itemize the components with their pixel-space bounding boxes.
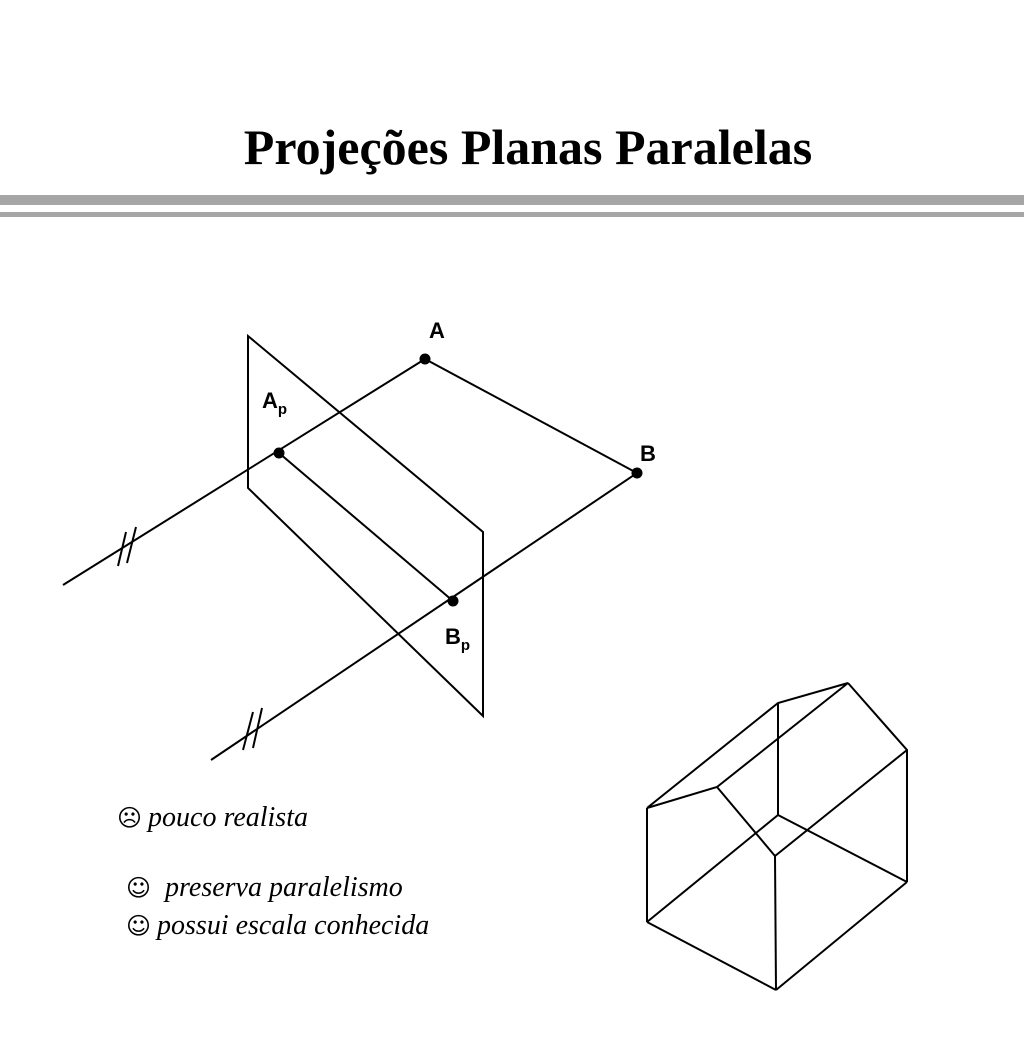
note-pouco-realista: ☹pouco realista xyxy=(117,802,308,833)
point-a xyxy=(419,353,431,365)
label-ap: Ap xyxy=(262,388,287,418)
parallel-mark xyxy=(242,711,254,751)
smile-icon: ☺ xyxy=(126,912,152,940)
label-bp: Bp xyxy=(445,624,470,654)
title-divider-thick xyxy=(0,195,1024,205)
projector-line-b xyxy=(210,472,638,761)
point-ap xyxy=(273,447,285,459)
note-possui-escala-conhecida: ☺possui escala conhecida xyxy=(126,910,430,941)
page-title: Projeções Planas Paralelas xyxy=(243,119,813,175)
title-divider-thin xyxy=(0,212,1024,217)
segment-ab xyxy=(424,358,638,474)
label-a: A xyxy=(429,318,445,343)
parallel-mark xyxy=(252,707,263,749)
parallel-mark xyxy=(117,531,127,567)
label-b: B xyxy=(640,441,656,466)
point-b xyxy=(631,467,643,479)
note-preserva-paralelismo: ☺preserva paralelismo xyxy=(126,872,403,903)
point-bp xyxy=(447,595,459,607)
frown-icon: ☹ xyxy=(117,804,143,832)
parallel-mark xyxy=(126,526,137,564)
projector-line-a xyxy=(62,358,426,586)
smile-icon: ☺ xyxy=(126,874,152,902)
projection-plane xyxy=(247,333,484,719)
segment-ap-bp xyxy=(278,452,454,602)
house-wireframe xyxy=(646,682,908,991)
